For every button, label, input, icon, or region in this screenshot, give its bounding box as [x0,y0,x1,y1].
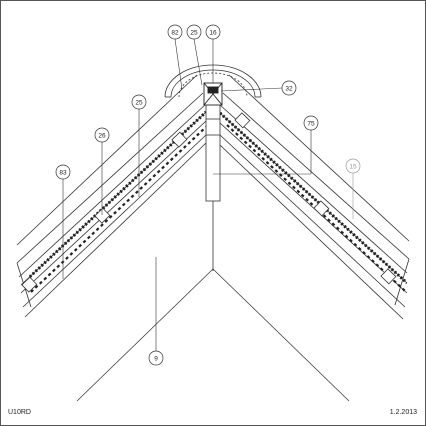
svg-text:75: 75 [307,121,315,128]
svg-text:82: 82 [171,30,179,37]
svg-text:25: 25 [135,100,143,107]
svg-text:25: 25 [190,30,198,37]
drawing-code: U10RD [8,409,31,416]
drawing-date: 1.2.2013 [389,409,417,416]
callout-25-top: 25 [186,24,202,40]
svg-text:26: 26 [98,133,106,140]
callout-15: 15 [345,158,361,174]
svg-text:32: 32 [285,86,293,93]
callout-16: 16 [205,24,221,40]
callout-9: 9 [148,350,164,366]
callout-26: 26 [94,127,110,143]
left-roof-slope [16,74,207,318]
left-tile-hatch [29,110,206,293]
svg-text:16: 16 [209,30,217,37]
ridge-board [205,96,221,271]
right-battens [234,112,397,285]
callout-leaders [62,38,354,351]
svg-text:15: 15 [349,164,357,171]
right-roof-slope [219,74,410,320]
left-battens [21,131,188,293]
svg-text:83: 83 [59,170,67,177]
ridge-clip [203,82,223,106]
callout-32: 32 [281,80,297,96]
callout-82: 82 [167,24,183,40]
callout-25-left: 25 [131,94,147,110]
right-tile-hatch [220,111,407,292]
callout-75: 75 [303,115,319,131]
structure-lines [76,268,350,402]
svg-text:9: 9 [154,356,158,363]
callout-83: 83 [55,164,71,180]
